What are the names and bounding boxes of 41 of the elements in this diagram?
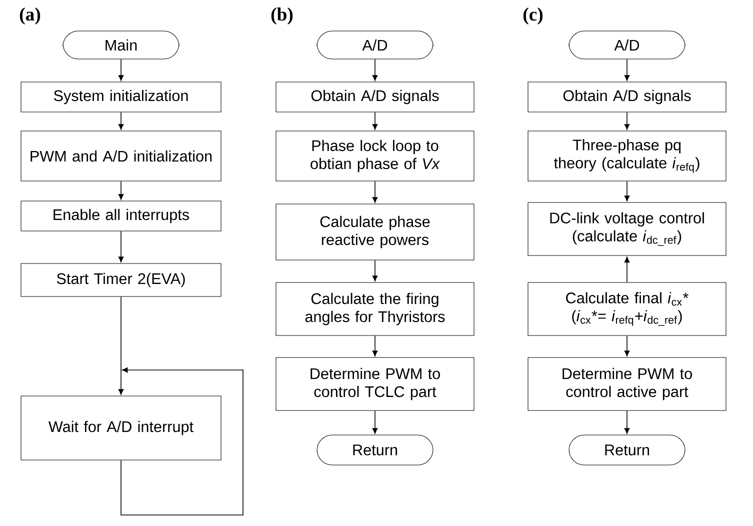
process-box: Wait for A/D interrupt [20,396,222,460]
panel-label: (b) [271,8,293,24]
arrow [624,58,630,81]
process-box: System initialization [20,82,222,112]
arrow [120,367,244,516]
panel-label: (c) [523,8,543,24]
process-box: Start Timer 2(EVA) [20,263,222,297]
terminal-box: A/D [568,30,686,60]
process-box: Obtain A/D signals [276,82,474,112]
terminal-box: Return [568,434,686,466]
arrow [118,230,124,262]
arrow [118,180,124,200]
arrow [372,260,378,282]
process-box: Calculate the firing angles for Thyristors [276,282,474,336]
process-box: Determine PWM to control TCLC part [276,357,474,411]
panel-label: (a) [20,8,40,24]
process-box: PWM and A/D initialization [20,130,222,182]
process-box: Calculate final i$_{cx}$* (i$_{cx}$*= i$_{refq}$+i$_{dc_ref}$) [528,282,726,336]
arrow [372,335,378,356]
terminal-box: Return [316,434,434,466]
process-box: Calculate phase reactive powers [276,204,474,260]
arrow [624,410,630,434]
process-box: Determine PWM to control active part [528,357,726,411]
arrow [118,296,124,395]
arrow [372,112,378,130]
process-box: Enable all interrupts [20,200,222,232]
arrow [624,335,630,356]
process-box: Phase lock loop to obtian phase of Vx [276,130,474,182]
arrow [118,58,124,81]
process-box: DC-link voltage control (calculate i$_{dc_ref}$) [528,202,726,256]
process-box: Obtain A/D signals [528,82,726,112]
terminal-box: A/D [316,30,434,60]
arrow [372,180,378,203]
terminal-box: Main [62,30,180,60]
arrow [624,256,630,283]
arrow [624,112,630,130]
arrow [624,180,630,202]
arrow [118,112,124,130]
process-box: Three-phase pq theory (calculate i$_{refq}$) [528,130,726,182]
arrow [372,410,378,434]
arrow [372,58,378,81]
